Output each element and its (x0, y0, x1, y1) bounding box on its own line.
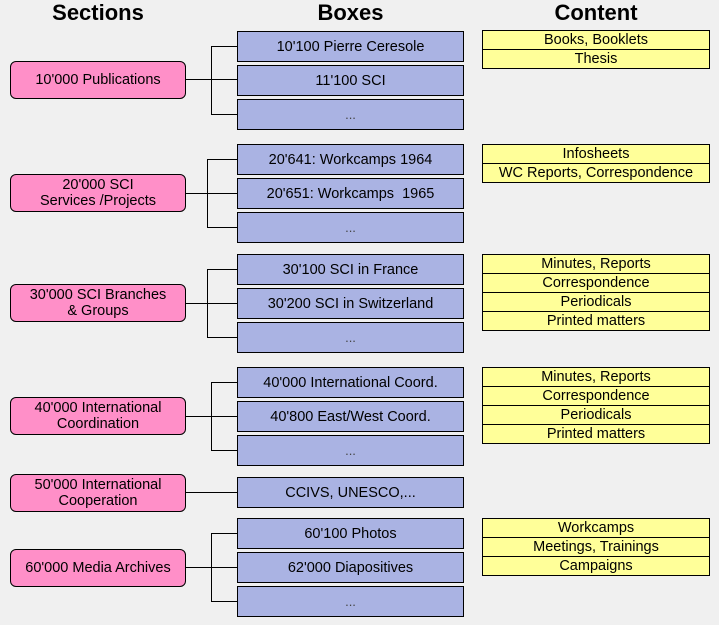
box-diapositives: 62'000 Diapositives (237, 552, 464, 583)
connector-line (211, 114, 237, 115)
connector-line (211, 382, 237, 383)
connector-line (207, 269, 237, 270)
box-workcamps-1964: 20'641: Workcamps 1964 (237, 144, 464, 175)
connector-line (207, 227, 237, 228)
connector-line (211, 46, 212, 115)
content-item: Printed matters (483, 311, 709, 330)
connector-line (211, 601, 237, 602)
content-list: Books, Booklets Thesis (482, 30, 710, 69)
box-sci: 11'100 SCI (237, 65, 464, 96)
box-international-coord: 40'000 International Coord. (237, 367, 464, 398)
content-item: Thesis (483, 49, 709, 68)
connector-line (207, 269, 208, 338)
connector-line (207, 159, 208, 228)
content-list: Infosheets WC Reports, Correspondence (482, 144, 710, 183)
box-more: ... (237, 586, 464, 617)
sections-header: Sections (52, 0, 144, 25)
content-header: Content (554, 0, 638, 25)
content-item: WC Reports, Correspondence (483, 163, 709, 182)
section-services-projects: 20'000 SCI Services /Projects (10, 174, 186, 212)
box-east-west-coord: 40'800 East/West Coord. (237, 401, 464, 432)
content-list: Minutes, Reports Correspondence Periodic… (482, 254, 710, 331)
connector-line (211, 450, 237, 451)
content-item: Meetings, Trainings (483, 537, 709, 556)
box-more: ... (237, 322, 464, 353)
content-item: Minutes, Reports (541, 369, 651, 385)
connector-line (211, 46, 237, 47)
content-item: Books, Booklets (544, 32, 648, 48)
content-item: Periodicals (483, 405, 709, 424)
content-item: Correspondence (483, 273, 709, 292)
box-workcamps-1965: 20'651: Workcamps 1965 (237, 178, 464, 209)
content-item: Minutes, Reports (541, 256, 651, 272)
section-publications: 10'000 Publications (10, 61, 186, 99)
box-pierre-ceresole: 10'100 Pierre Ceresole (237, 31, 464, 62)
box-more: ... (237, 212, 464, 243)
box-photos: 60'100 Photos (237, 518, 464, 549)
content-item: Printed matters (483, 424, 709, 443)
content-list: Minutes, Reports Correspondence Periodic… (482, 367, 710, 444)
section-media-archives: 60'000 Media Archives (10, 549, 186, 587)
box-more: ... (237, 435, 464, 466)
section-international-cooperation: 50'000 International Cooperation (10, 474, 186, 512)
section-branches-groups: 30'000 SCI Branches & Groups (10, 284, 186, 322)
connector-line (211, 533, 212, 602)
box-ccivs-unesco: CCIVS, UNESCO,... (237, 477, 464, 508)
content-item: Workcamps (557, 520, 635, 536)
box-sci-switzerland: 30'200 SCI in Switzerland (237, 288, 464, 319)
content-list: Workcamps Meetings, Trainings Campaigns (482, 518, 710, 576)
connector-line (211, 533, 237, 534)
connector-line (186, 303, 237, 304)
connector-line (186, 492, 237, 493)
content-item: Periodicals (483, 292, 709, 311)
connector-line (207, 337, 237, 338)
box-more: ... (237, 99, 464, 130)
content-item: Correspondence (483, 386, 709, 405)
connector-line (211, 382, 212, 451)
boxes-header: Boxes (317, 0, 384, 25)
connector-line (207, 159, 237, 160)
content-item: Campaigns (483, 556, 709, 575)
box-sci-france: 30'100 SCI in France (237, 254, 464, 285)
connector-line (186, 193, 237, 194)
content-item: Infosheets (562, 146, 630, 162)
section-international-coordination: 40'000 International Coordination (10, 397, 186, 435)
